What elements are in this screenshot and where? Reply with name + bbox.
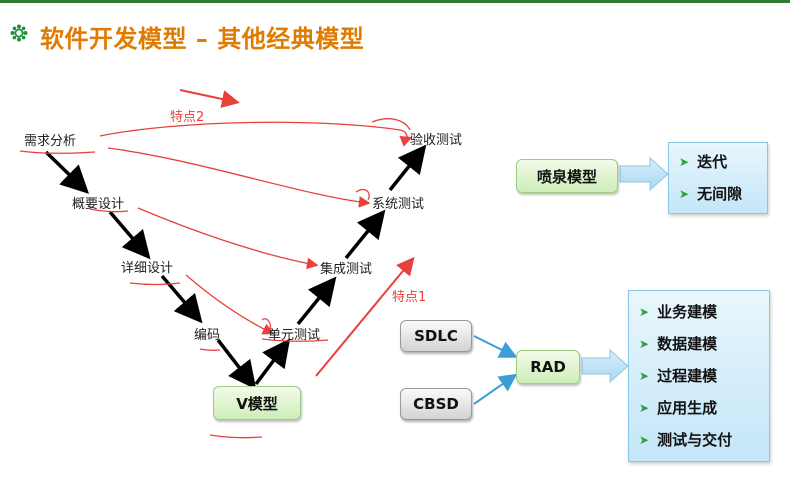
chevron-right-icon: ➤ [639, 304, 650, 319]
underline-unit [261, 338, 329, 342]
fountain-item-label: 迭代 [697, 153, 728, 171]
underline-req [19, 150, 96, 154]
rad-item: ➤ 测试与交付 [639, 429, 732, 450]
v-arrow-2 [108, 210, 151, 260]
v-arrow-4 [216, 338, 257, 390]
chevron-right-icon: ➤ [639, 432, 650, 447]
cbsd-box: CBSD [400, 388, 472, 420]
rad-item-label: 应用生成 [657, 399, 718, 417]
rad-block-arrow [581, 348, 629, 384]
stage-acceptance-test: 验收测试 [410, 133, 463, 148]
rad-box: RAD [516, 350, 580, 384]
curve-outline-integ [137, 207, 319, 270]
curve-req-system [107, 147, 371, 208]
v-model-box: V模型 [213, 386, 301, 420]
stage-integration-test: 集成测试 [320, 262, 373, 277]
rad-phases-box: ➤ 业务建模 ➤ 数据建模 ➤ 过程建模 ➤ 应用生成 ➤ 测试与交付 [628, 290, 770, 462]
rad-item: ➤ 应用生成 [639, 397, 717, 418]
scribble-system [355, 188, 370, 201]
v-arrow-8 [388, 144, 427, 192]
fountain-block-arrow [619, 156, 669, 192]
feature2-label: 特点2 [170, 110, 205, 125]
scribble-accept [371, 118, 411, 131]
rad-item-label: 过程建模 [657, 367, 718, 385]
feature2-arrow [179, 89, 240, 108]
rad-item: ➤ 数据建模 [639, 333, 717, 354]
chevron-right-icon: ➤ [639, 400, 650, 415]
cbsd-rad-arrow [473, 373, 518, 405]
underline-v [209, 434, 263, 439]
stage-coding: 编码 [194, 328, 221, 343]
rad-item: ➤ 过程建模 [639, 365, 717, 386]
stage-outline-design: 概要设计 [72, 197, 125, 212]
fountain-item: ➤ 无间隙 [679, 183, 742, 204]
v-arrow-3 [160, 274, 203, 324]
fountain-item: ➤ 迭代 [679, 151, 727, 172]
v-arrow-6 [296, 276, 337, 326]
flower-icon [10, 24, 28, 42]
chevron-right-icon: ➤ [639, 336, 650, 351]
stage-unit-test: 单元测试 [268, 328, 321, 343]
chevron-right-icon: ➤ [679, 154, 690, 169]
stage-requirements: 需求分析 [24, 134, 77, 149]
rad-item-label: 数据建模 [657, 335, 718, 353]
stage-detail-design: 详细设计 [121, 261, 174, 276]
scribble-unit [261, 318, 272, 331]
fountain-item-label: 无间隙 [697, 185, 743, 203]
chevron-right-icon: ➤ [679, 186, 690, 201]
v-arrow-5 [254, 338, 291, 386]
sdlc-rad-arrow [473, 335, 518, 358]
curve-detail-unit [185, 274, 275, 335]
top-border [0, 0, 790, 3]
rad-item: ➤ 业务建模 [639, 301, 717, 322]
sdlc-box: SDLC [400, 320, 472, 352]
rad-item-label: 测试与交付 [657, 431, 733, 449]
underline-detail [129, 282, 181, 286]
v-arrow-7 [344, 209, 386, 260]
page-title: 软件开发模型 – 其他经典模型 [40, 25, 365, 53]
curve-req-accept [99, 121, 413, 147]
underline-outline [89, 208, 129, 213]
feature1-label: 特点1 [392, 290, 427, 305]
underline-code [199, 348, 221, 351]
v-arrow-1 [44, 150, 90, 194]
feature1-arrow [315, 256, 415, 377]
rad-item-label: 业务建模 [657, 303, 718, 321]
fountain-features-box: ➤ 迭代 ➤ 无间隙 [668, 142, 768, 214]
stage-system-test: 系统测试 [372, 197, 425, 212]
fountain-model-box: 喷泉模型 [516, 159, 618, 193]
chevron-right-icon: ➤ [639, 368, 650, 383]
